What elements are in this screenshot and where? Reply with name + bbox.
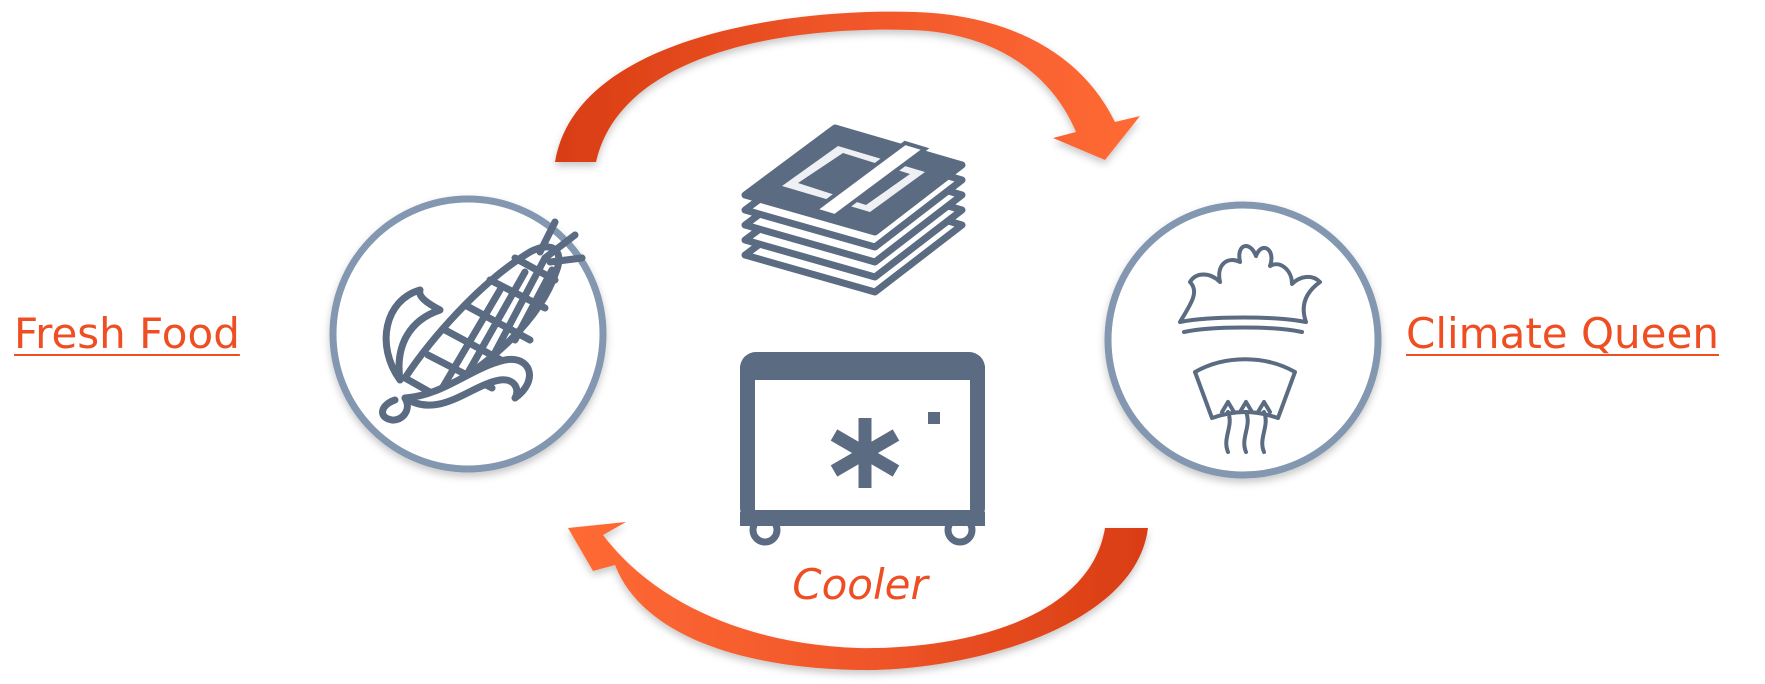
money-stack-icon: [741, 124, 966, 296]
top-arrow: [555, 11, 1140, 162]
fresh-food-link[interactable]: Fresh Food: [14, 309, 240, 358]
cooler-label: Cooler: [792, 560, 928, 609]
left-node: [329, 195, 607, 473]
bottom-arrow: [568, 522, 1148, 671]
freezer-icon: [740, 352, 985, 546]
crown-windshield-icon: [1178, 244, 1322, 454]
right-node: [1104, 201, 1382, 479]
corn-icon: [379, 218, 586, 424]
climate-queen-link[interactable]: Climate Queen: [1406, 309, 1719, 358]
